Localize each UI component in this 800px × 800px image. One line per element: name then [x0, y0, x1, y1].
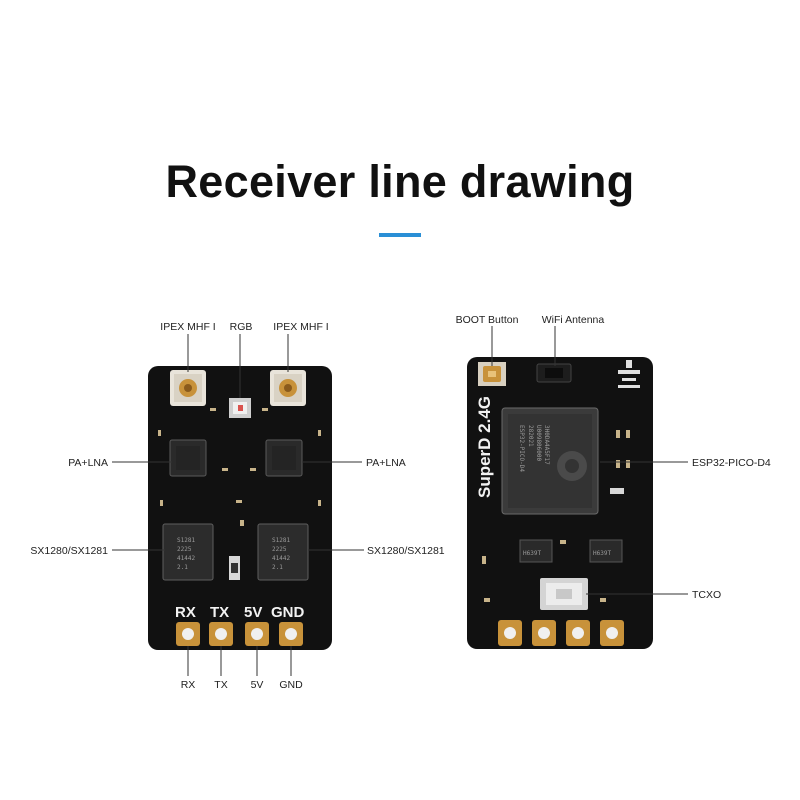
solder-pads-left	[176, 622, 303, 646]
label-pin-5v: 5V	[251, 679, 264, 691]
esp-marking-line: 282021	[527, 425, 534, 447]
chip-marking-line: S1281	[272, 537, 290, 544]
ipex-connector-right	[270, 370, 306, 406]
esp-marking-line: ESP32-PICO-D4	[518, 425, 525, 472]
rgb-led	[229, 398, 251, 418]
brand-logo-icon	[618, 360, 640, 388]
esp-marking-line: 3H0DA4A5F17	[543, 425, 550, 465]
pa-lna-chip-left	[169, 439, 207, 477]
label-sx-right: SX1280/SX1281	[367, 545, 445, 557]
silkscreen-5v: 5V	[244, 604, 262, 621]
wifi-antenna	[536, 363, 572, 383]
label-pin-gnd: GND	[279, 679, 303, 691]
label-wifi-antenna: WiFi Antenna	[542, 314, 605, 326]
title-underline	[379, 233, 421, 237]
right-leader-lines	[491, 326, 688, 595]
silkscreen-rx: RX	[175, 604, 196, 621]
solder-pads-right	[498, 620, 624, 646]
page-title: Receiver line drawing	[165, 156, 635, 207]
pa-lna-chip-right	[265, 439, 303, 477]
left-leader-lines	[112, 334, 364, 676]
chip-marking-line: S1281	[177, 537, 195, 544]
label-ipex-left: IPEX MHF I	[160, 321, 215, 333]
left-receiver-board: S1281 2225 41442 2.1 S1281 2225 41442 2.…	[30, 321, 444, 691]
chip-marking-line: 2.1	[177, 564, 188, 571]
chip-marking-line: 41442	[177, 555, 195, 562]
label-esp32: ESP32-PICO-D4	[692, 457, 771, 469]
chip-marking-line: 2225	[177, 546, 192, 553]
silkscreen-tx: TX	[210, 604, 229, 621]
label-sx-left: SX1280/SX1281	[30, 545, 108, 557]
label-pin-rx: RX	[181, 679, 196, 691]
label-pin-tx: TX	[214, 679, 227, 691]
sx1280-chip-left: S1281 2225 41442 2.1	[162, 523, 214, 581]
chip-marking-line: 2225	[272, 546, 287, 553]
smd-components-left	[158, 408, 321, 526]
tcxo-crystal	[540, 578, 588, 610]
label-boot-button: BOOT Button	[456, 314, 519, 326]
silkscreen-gnd: GND	[271, 604, 305, 621]
label-ipex-right: IPEX MHF I	[273, 321, 328, 333]
smd-components-right	[482, 430, 630, 602]
driver-chip-right: H639T	[589, 539, 623, 563]
driver-marking: H639T	[593, 550, 611, 557]
silkscreen-model-name: SuperD 2.4G	[475, 396, 494, 498]
chip-marking-line: 2.1	[272, 564, 283, 571]
label-tcxo: TCXO	[692, 589, 721, 601]
driver-marking: H639T	[523, 550, 541, 557]
esp-marking-line: U009806000	[535, 425, 542, 462]
right-receiver-board: SuperD 2.4G ESP32-PICO-D4 282021 U009806…	[456, 314, 771, 649]
sx1280-chip-right: S1281 2225 41442 2.1	[257, 523, 309, 581]
driver-chip-left: H639T	[519, 539, 553, 563]
chip-marking-line: 41442	[272, 555, 290, 562]
label-pa-lna-left: PA+LNA	[68, 457, 108, 469]
esp32-chip: ESP32-PICO-D4 282021 U009806000 3H0DA4A5…	[501, 407, 599, 515]
label-rgb: RGB	[230, 321, 253, 333]
ipex-connector-left	[170, 370, 206, 406]
label-pa-lna-right: PA+LNA	[366, 457, 406, 469]
